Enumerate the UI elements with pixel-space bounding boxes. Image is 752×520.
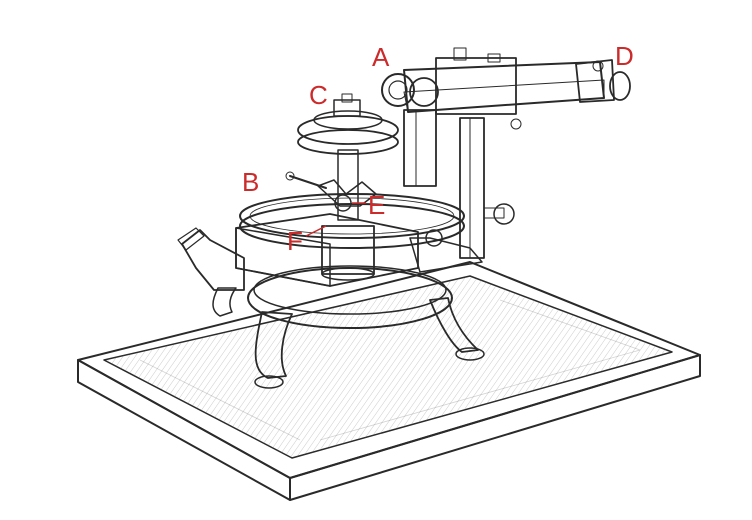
label-b: B — [242, 167, 260, 197]
telescope-support — [403, 109, 515, 273]
label-f: F — [287, 226, 303, 256]
wooden-base — [77, 261, 701, 501]
tripod-legs — [212, 287, 485, 389]
prism-table — [297, 93, 399, 155]
telescope-tube — [381, 47, 631, 130]
label-d: D — [615, 41, 634, 71]
label-c: C — [309, 80, 328, 110]
label-f-leader — [305, 225, 327, 237]
label-a: A — [372, 42, 390, 72]
clamp-arm — [177, 227, 245, 291]
sketch-texture — [139, 299, 641, 441]
graduated-circle — [239, 193, 465, 249]
support-block — [235, 213, 419, 287]
label-e: E — [368, 190, 386, 220]
central-column — [285, 149, 377, 281]
